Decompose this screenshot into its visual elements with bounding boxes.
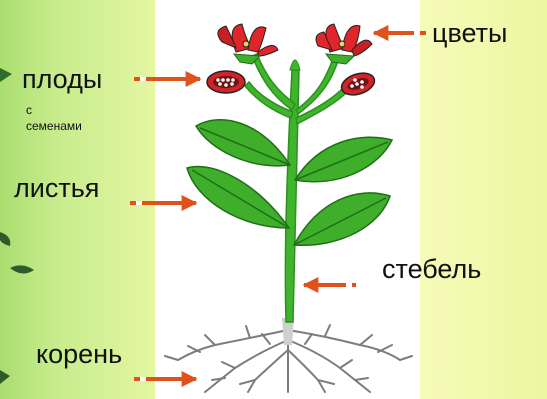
fruit-left [207,71,245,93]
label-leaves: листья [14,175,99,202]
label-stem: стебель [382,256,481,283]
label-flowers: цветы [432,20,507,47]
label-fruits: плоды [22,66,102,93]
label-fruits-sub2: семенами [26,120,82,132]
stem-shape [245,54,349,322]
flower-right [316,24,372,64]
label-root: корень [36,341,122,368]
top-bud [290,60,300,70]
flower-left [218,24,278,64]
label-fruits-sub1: с [26,104,32,116]
